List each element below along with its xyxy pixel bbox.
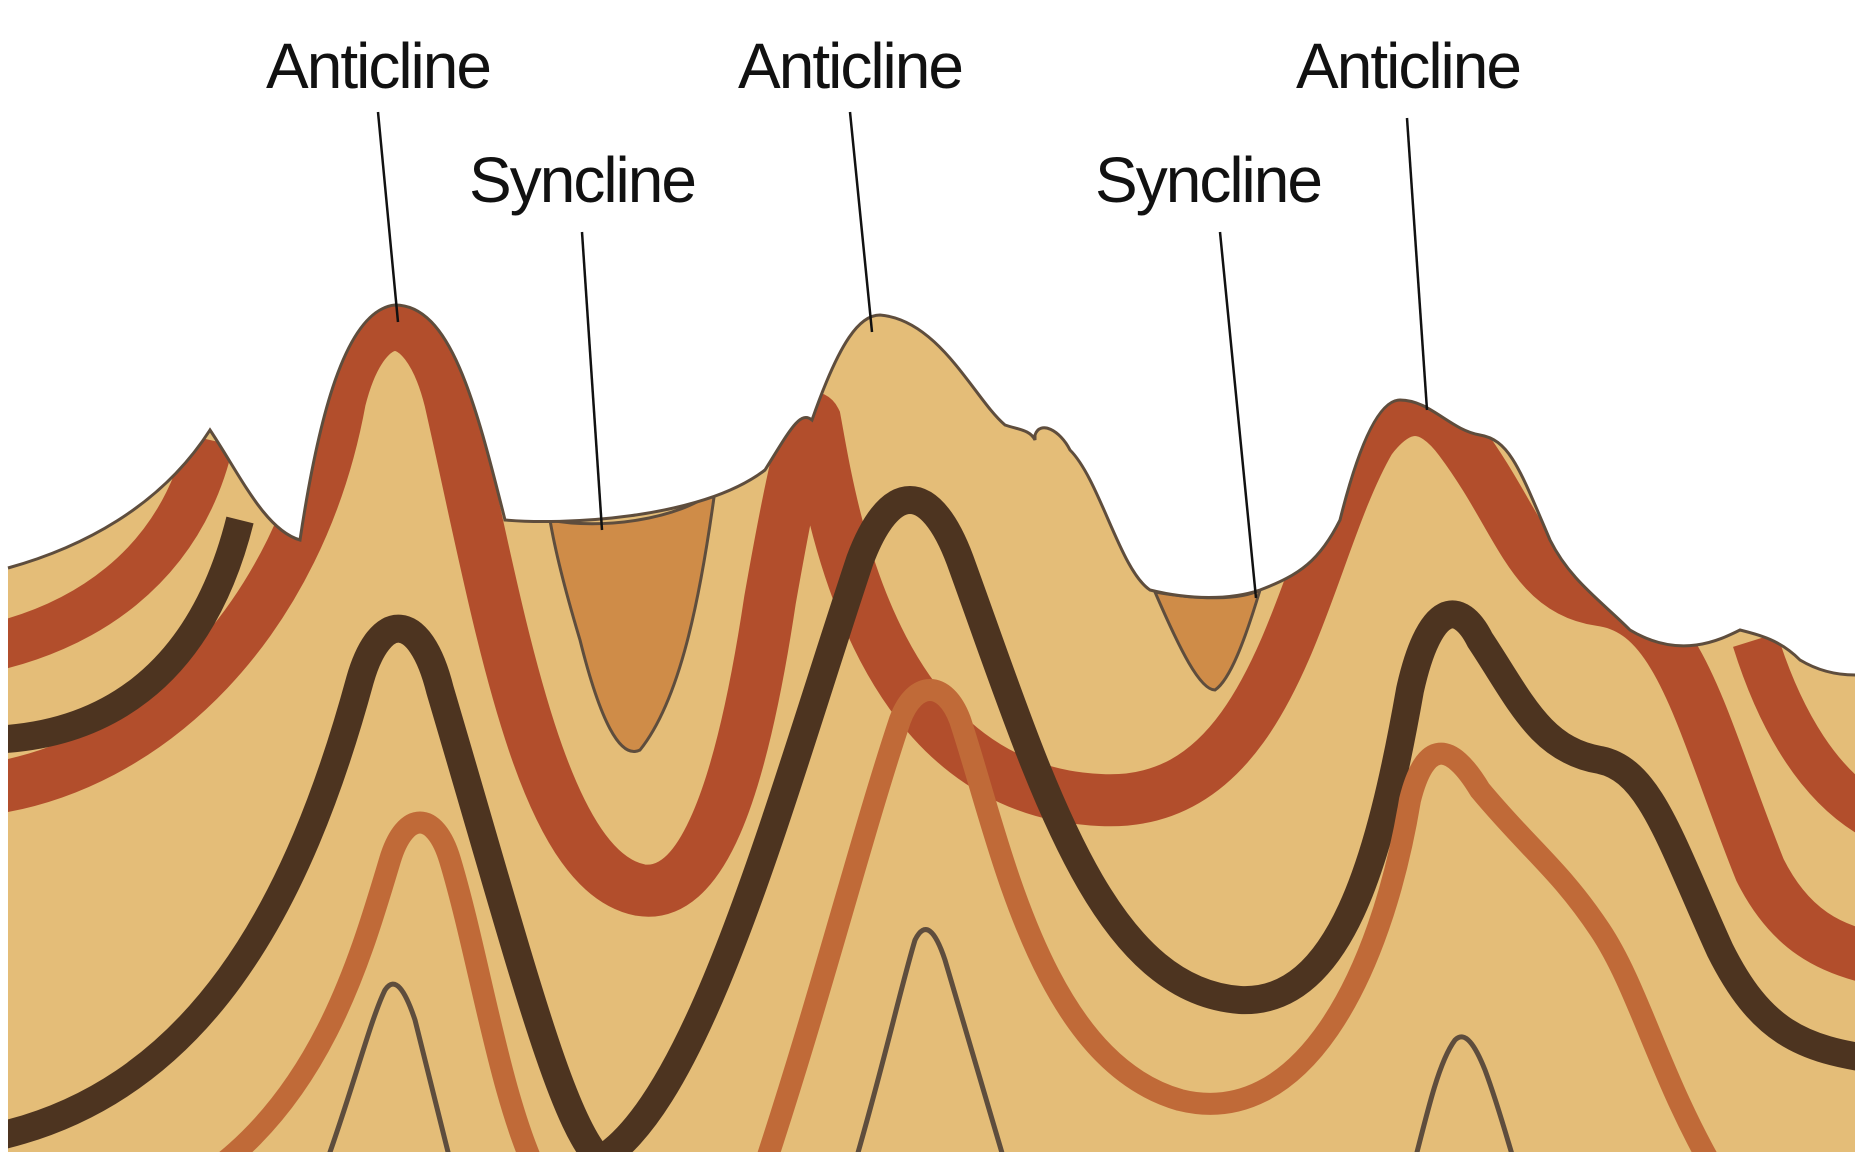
leader-anticline-2 [850,112,872,332]
leader-anticline-1 [378,112,398,322]
label-anticline-2: Anticline [738,30,962,102]
label-anticline-3: Anticline [1296,30,1520,102]
label-syncline-2: Syncline [1095,144,1321,216]
label-syncline-1: Syncline [469,144,695,216]
label-anticline-1: Anticline [266,30,490,102]
leader-anticline-3 [1407,118,1427,410]
folded-rock-strata [0,250,1855,1152]
leader-syncline-1 [582,232,602,530]
leader-syncline-2 [1220,232,1256,598]
